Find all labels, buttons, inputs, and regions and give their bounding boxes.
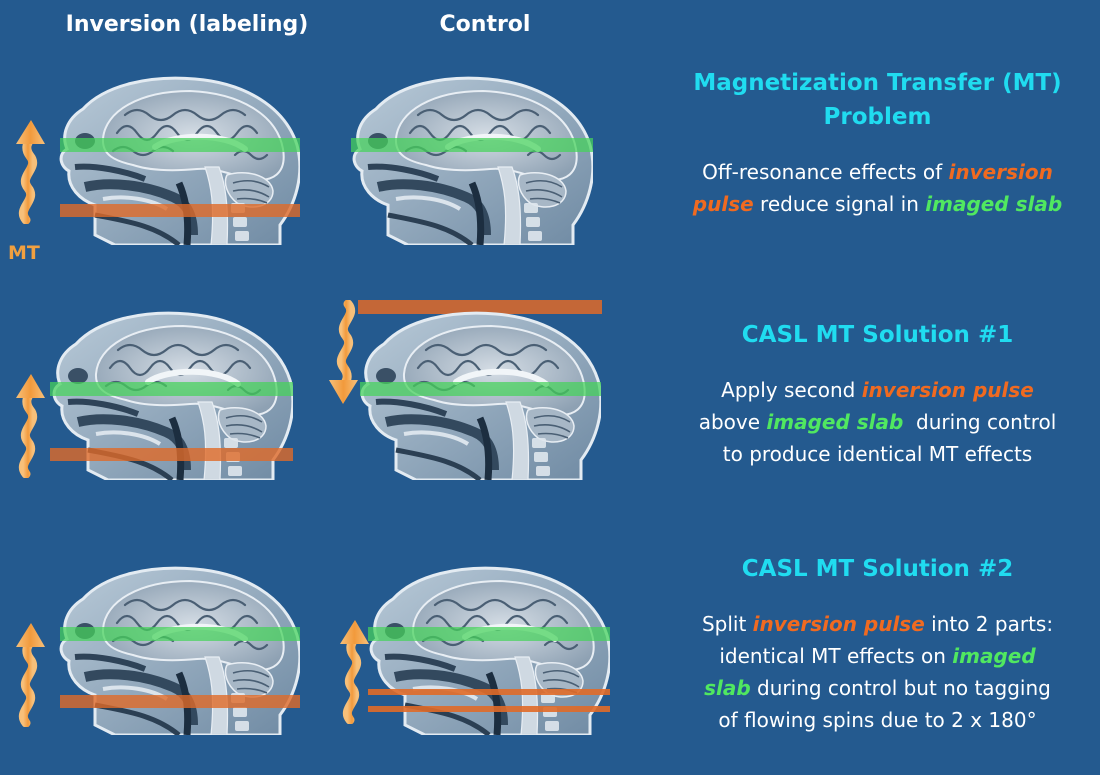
- section-title: Magnetization Transfer (MT) Problem: [665, 66, 1090, 134]
- wavy-arrow-up-icon: [14, 366, 46, 478]
- inversion-pulse-band: [60, 695, 300, 708]
- imaged-slab-band: [368, 627, 610, 641]
- imaged-slab-band: [360, 382, 601, 396]
- inversion-highlight: pulse: [692, 192, 754, 216]
- mt-wavy-arrow-icon: [14, 112, 46, 224]
- text-run: identical MT effects on: [719, 644, 953, 668]
- panel-row2-inversion: [48, 310, 293, 480]
- text-run: into 2 parts:: [924, 612, 1054, 636]
- section-title: CASL MT Solution #1: [741, 322, 1014, 348]
- inversion-highlight: inversion pulse: [861, 378, 1034, 402]
- text-run: Apply second: [721, 378, 862, 402]
- header-inversion: Inversion (labeling): [65, 12, 309, 37]
- panel-row2-control: [356, 310, 601, 480]
- imaged-slab-band: [60, 138, 300, 152]
- section-text: Off-resonance effects of inversion pulse…: [665, 156, 1090, 220]
- text-run: Off-resonance effects of: [702, 160, 949, 184]
- header-control: Control: [439, 12, 531, 37]
- mt-label: MT: [8, 242, 40, 264]
- imaged-slab-highlight: slab: [704, 676, 751, 700]
- text-run: Split: [701, 612, 753, 636]
- inversion-pulse-band: [60, 204, 300, 217]
- text-run: of flowing spins due to 2 x 180°: [718, 708, 1037, 732]
- second-inversion-pulse-band: [358, 300, 602, 316]
- title-line: Magnetization Transfer (MT): [693, 70, 1062, 96]
- section-text: Apply second inversion pulse above image…: [665, 374, 1090, 470]
- text-run: during control but no tagging: [750, 676, 1051, 700]
- imaged-slab-band: [60, 627, 300, 641]
- section-mt-problem: Magnetization Transfer (MT) Problem Off-…: [665, 66, 1090, 220]
- inversion-highlight: inversion pulse: [752, 612, 925, 636]
- panel-row1-inversion: [55, 75, 300, 245]
- split-pulse-band-2: [368, 706, 610, 712]
- wavy-arrow-up-icon: [338, 612, 370, 724]
- inversion-highlight: inversion: [948, 160, 1053, 184]
- text-run: reduce signal in: [753, 192, 926, 216]
- inversion-pulse-band: [50, 448, 293, 461]
- text-run: above: [698, 410, 767, 434]
- imaged-slab-highlight: imaged slab: [925, 192, 1063, 216]
- imaged-slab-highlight: imaged slab: [766, 410, 904, 434]
- imaged-slab-band: [50, 382, 293, 396]
- section-title: CASL MT Solution #2: [741, 556, 1014, 582]
- wavy-arrow-up-icon: [14, 615, 46, 727]
- panel-row1-control: [348, 75, 593, 245]
- section-solution-1: CASL MT Solution #1 Apply second inversi…: [665, 318, 1090, 470]
- section-solution-2: CASL MT Solution #2 Split inversion puls…: [665, 552, 1090, 736]
- title-line: Problem: [823, 104, 932, 130]
- wavy-arrow-down-icon: [328, 300, 360, 412]
- panel-row3-inversion: [55, 565, 300, 735]
- imaged-slab-highlight: imaged: [952, 644, 1036, 668]
- text-run: to produce identical MT effects: [722, 442, 1033, 466]
- imaged-slab-band: [351, 138, 593, 152]
- split-pulse-band-1: [368, 689, 610, 695]
- text-run: during control: [903, 410, 1057, 434]
- panel-row3-control: [365, 565, 610, 735]
- section-text: Split inversion pulse into 2 parts: iden…: [665, 608, 1090, 736]
